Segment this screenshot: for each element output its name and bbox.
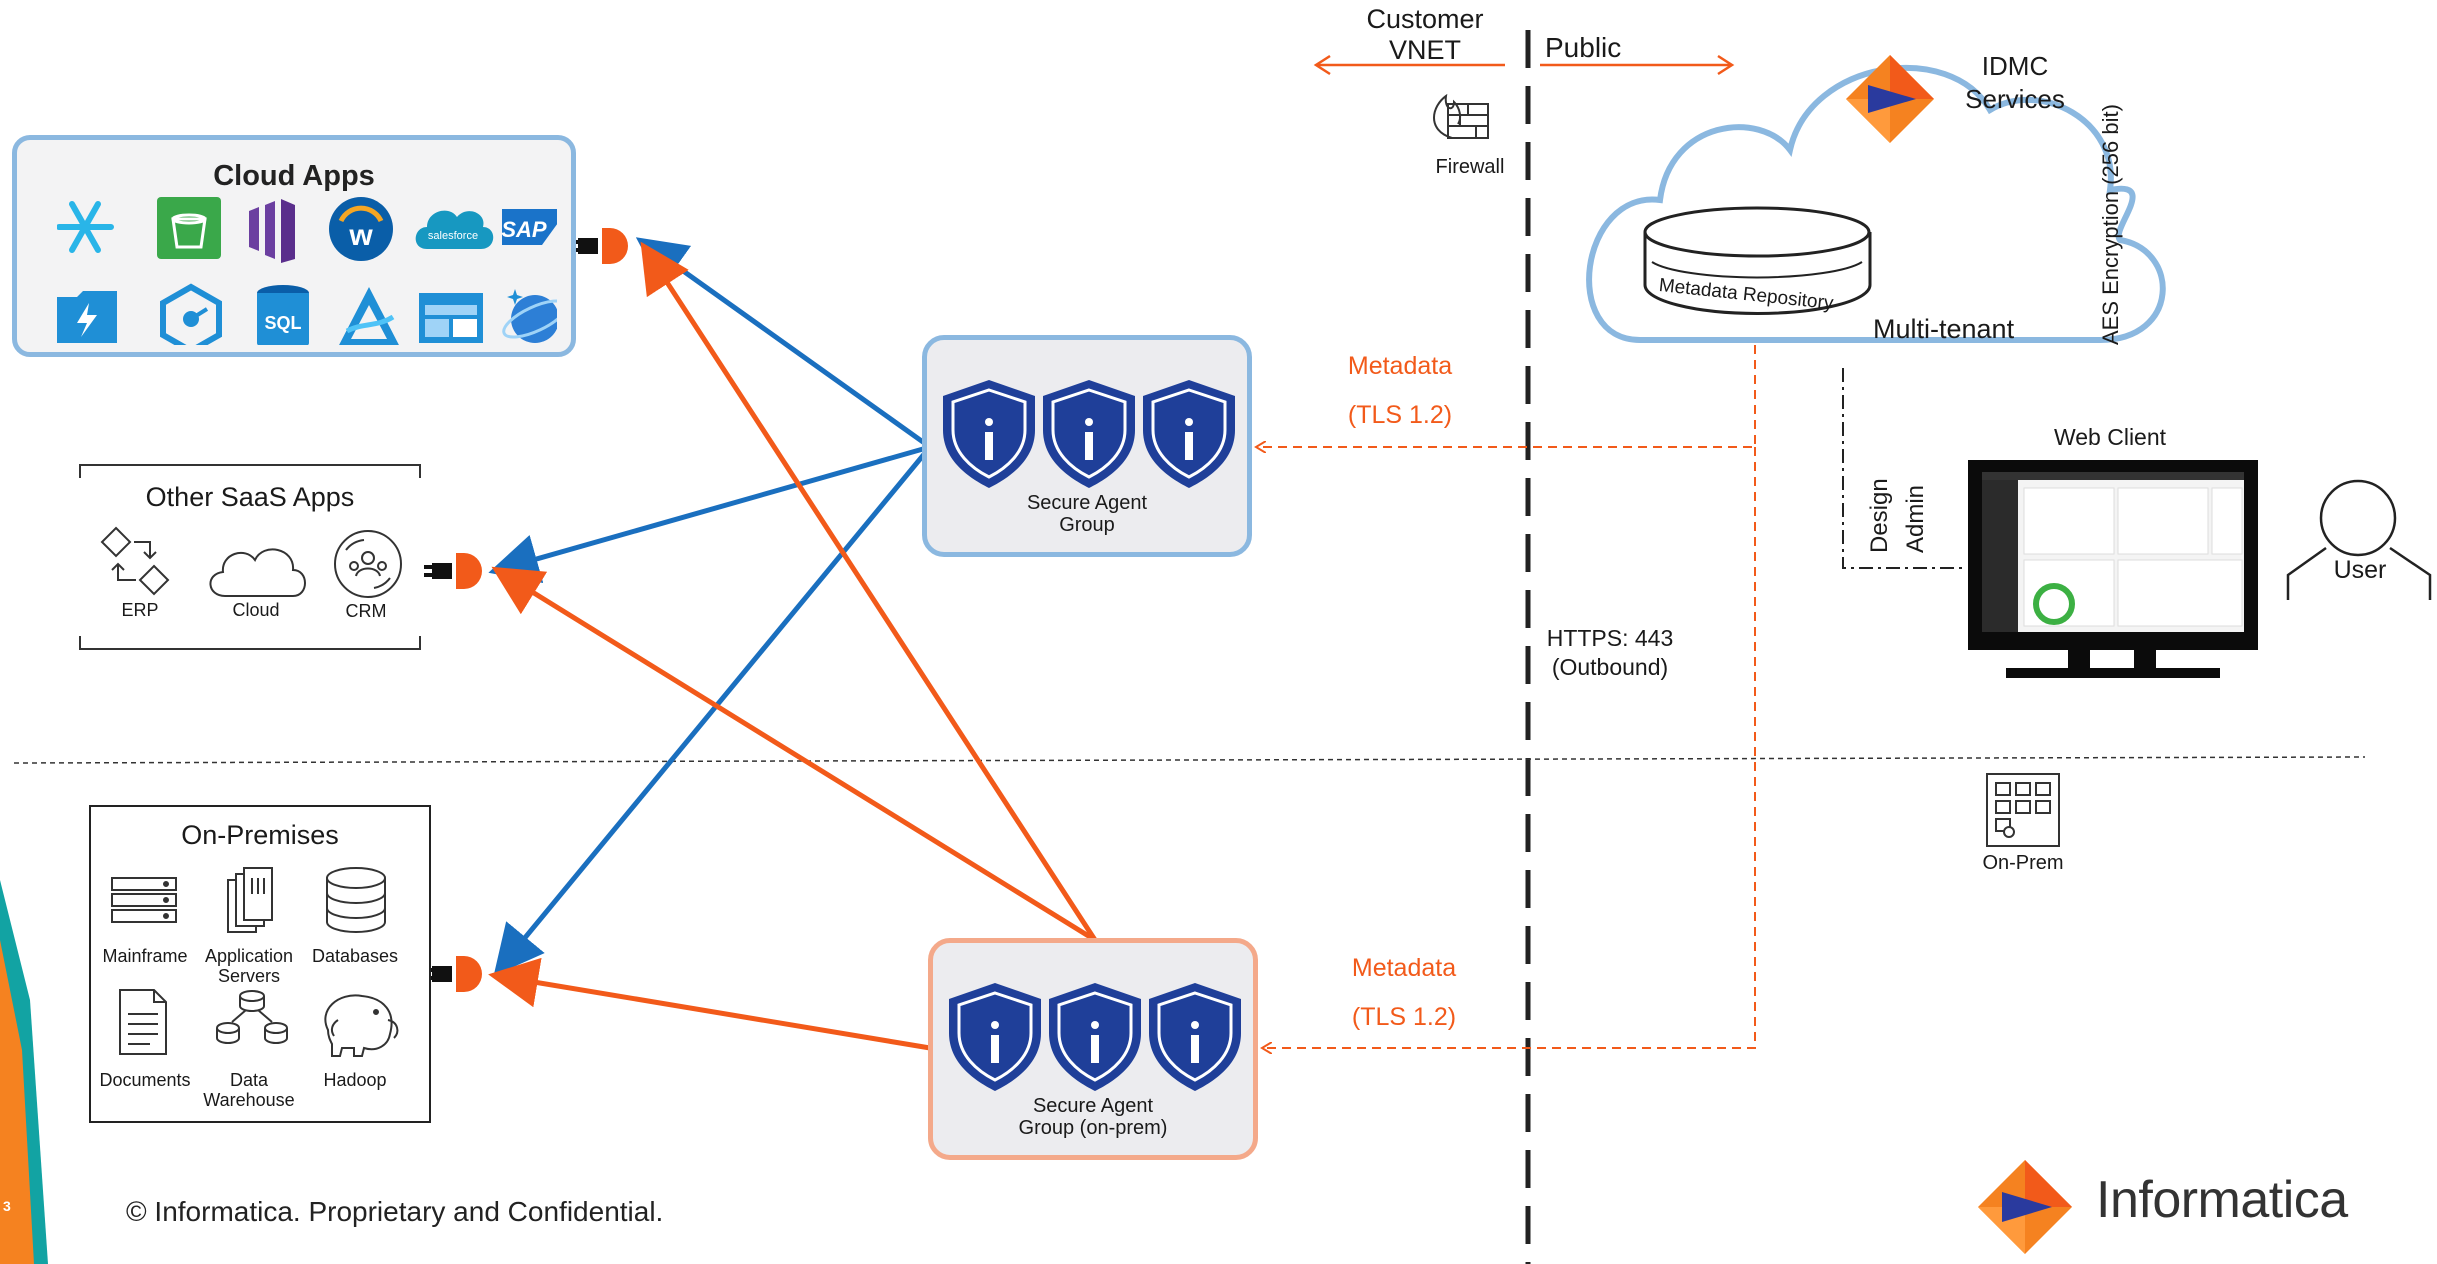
- user-icon: [2286, 479, 2432, 600]
- azure-synapse-icon: [339, 287, 399, 345]
- tls-label-bottom: (TLS 1.2): [1351, 1003, 1457, 1031]
- bucket-icon: [157, 197, 221, 259]
- firewall-icon: [1433, 93, 1489, 139]
- secure-agent-group-cloud: Secure Agent Group: [922, 335, 1252, 557]
- onprem-marker-label: On-Prem: [1982, 852, 2064, 874]
- sap-text: SAP: [501, 217, 547, 242]
- slide-number: 3: [3, 1198, 11, 1214]
- idmc-logo-icon: [1846, 55, 1934, 143]
- metadata-label-bottom: Metadata: [1351, 954, 1457, 982]
- workday-letter: w: [348, 219, 373, 252]
- cosmos-icon: [502, 289, 557, 343]
- cloud-icon: [209, 548, 306, 597]
- multi-tenant-label: Multi-tenant: [1873, 314, 2015, 344]
- informatica-logo-icon: [1978, 1160, 2072, 1254]
- shield-icon: [943, 380, 1035, 488]
- hadoop-icon: [324, 994, 399, 1057]
- cloud-apps-box: Cloud Apps w salesfor: [12, 135, 576, 357]
- application-servers-icon: [227, 867, 273, 933]
- mainframe-icon: [111, 877, 177, 923]
- copyright-text: © Informatica. Proprietary and Confident…: [126, 1196, 664, 1227]
- admin-label: Admin: [1902, 484, 1929, 553]
- agent-shields-cloud: [943, 380, 1235, 488]
- snowflake-icon: [57, 201, 114, 253]
- onprem-building-icon: [1986, 773, 2060, 847]
- orange-link-cloudapps: [640, 241, 1098, 942]
- informatica-wordmark: Informatica: [2096, 1171, 2348, 1229]
- onprem-item-hadoop: Hadoop: [323, 1070, 387, 1090]
- folder-bolt-icon: [57, 291, 117, 343]
- public-zone-label: Public: [1545, 32, 1622, 63]
- web-client-monitor: [1968, 460, 2258, 678]
- plug-icon-cloudapps: [570, 228, 628, 264]
- admin-connector: [1842, 368, 1962, 569]
- shield-icon: [1043, 380, 1135, 488]
- saas-item-erp: ERP: [121, 600, 159, 620]
- hexagon-icon: [160, 283, 222, 345]
- metadata-link-onprem: [1262, 447, 1756, 1048]
- data-warehouse-icon: [216, 990, 288, 1044]
- tls-label-top: (TLS 1.2): [1347, 401, 1453, 429]
- onprem-source-box: [89, 805, 431, 1123]
- saas-bracket-bottom: [79, 636, 421, 650]
- metadata-repository-icon: [1643, 206, 1872, 315]
- agent-shields-onprem: [949, 983, 1241, 1091]
- https-label: HTTPS: 443 (Outbound): [1546, 625, 1674, 680]
- databases-icon: [326, 867, 386, 933]
- cloud-apps-title: Cloud Apps: [213, 160, 375, 192]
- sql-icon: SQL: [257, 285, 309, 345]
- metadata-label-top: Metadata: [1347, 352, 1453, 380]
- shield-icon: [1149, 983, 1241, 1091]
- orange-link-saas: [491, 566, 1097, 943]
- saas-item-cloud: Cloud: [232, 600, 280, 620]
- onprem-item-documents: Documents: [99, 1070, 191, 1090]
- secure-agent-group-onprem-label: Secure Agent Group (on-prem): [1018, 1095, 1168, 1139]
- plug-icon-onprem: [424, 956, 482, 992]
- saas-bracket-top: [79, 464, 421, 478]
- shield-icon: [1143, 380, 1235, 488]
- design-label: Design: [1866, 478, 1893, 553]
- cloud-apps-icon-grid: w salesforce SAP S: [57, 197, 557, 345]
- firewall-label: Firewall: [1435, 156, 1505, 178]
- salesforce-text: salesforce: [428, 230, 478, 242]
- plug-icon-saas: [424, 553, 482, 589]
- onprem-item-data-warehouse: Data Warehouse: [203, 1070, 295, 1110]
- secure-agent-group-onprem: Secure Agent Group (on-prem): [928, 938, 1258, 1160]
- metadata-link-cloud: [1256, 300, 1756, 447]
- workday-icon: w: [329, 197, 393, 261]
- user-label: User: [2333, 556, 2387, 584]
- idmc-services-label: IDMC Services: [1965, 51, 2065, 114]
- edge-orange: [0, 940, 34, 1264]
- orange-link-onprem: [488, 957, 931, 1051]
- sql-text: SQL: [264, 313, 301, 333]
- onprem-item-mainframe: Mainframe: [102, 946, 188, 966]
- onprem-divider: [13, 756, 2366, 764]
- sap-icon: SAP: [501, 209, 557, 245]
- blue-link-saas: [488, 444, 931, 584]
- encryption-label: AES Encryption (256 bit): [2098, 104, 2123, 345]
- saas-title: Other SaaS Apps: [145, 482, 355, 512]
- onprem-item-databases: Databases: [311, 946, 399, 966]
- onprem-item-application-servers: Application Servers: [204, 946, 294, 986]
- brand-bars-icon: [249, 199, 295, 263]
- shield-icon: [949, 983, 1041, 1091]
- blue-link-cloudapps: [635, 237, 932, 450]
- documents-icon: [119, 989, 167, 1055]
- web-client-title: Web Client: [2053, 424, 2167, 450]
- crm-icon: [334, 530, 402, 598]
- erp-icon: [100, 526, 170, 596]
- onprem-sources-title: On-Premises: [181, 820, 339, 850]
- saas-item-crm: CRM: [345, 601, 387, 621]
- shield-icon: [1049, 983, 1141, 1091]
- customer-vnet-label: Customer VNET: [1366, 4, 1484, 65]
- window-icon: [419, 293, 483, 343]
- salesforce-icon: salesforce: [415, 210, 494, 249]
- secure-agent-group-cloud-label: Secure Agent Group: [1026, 492, 1148, 536]
